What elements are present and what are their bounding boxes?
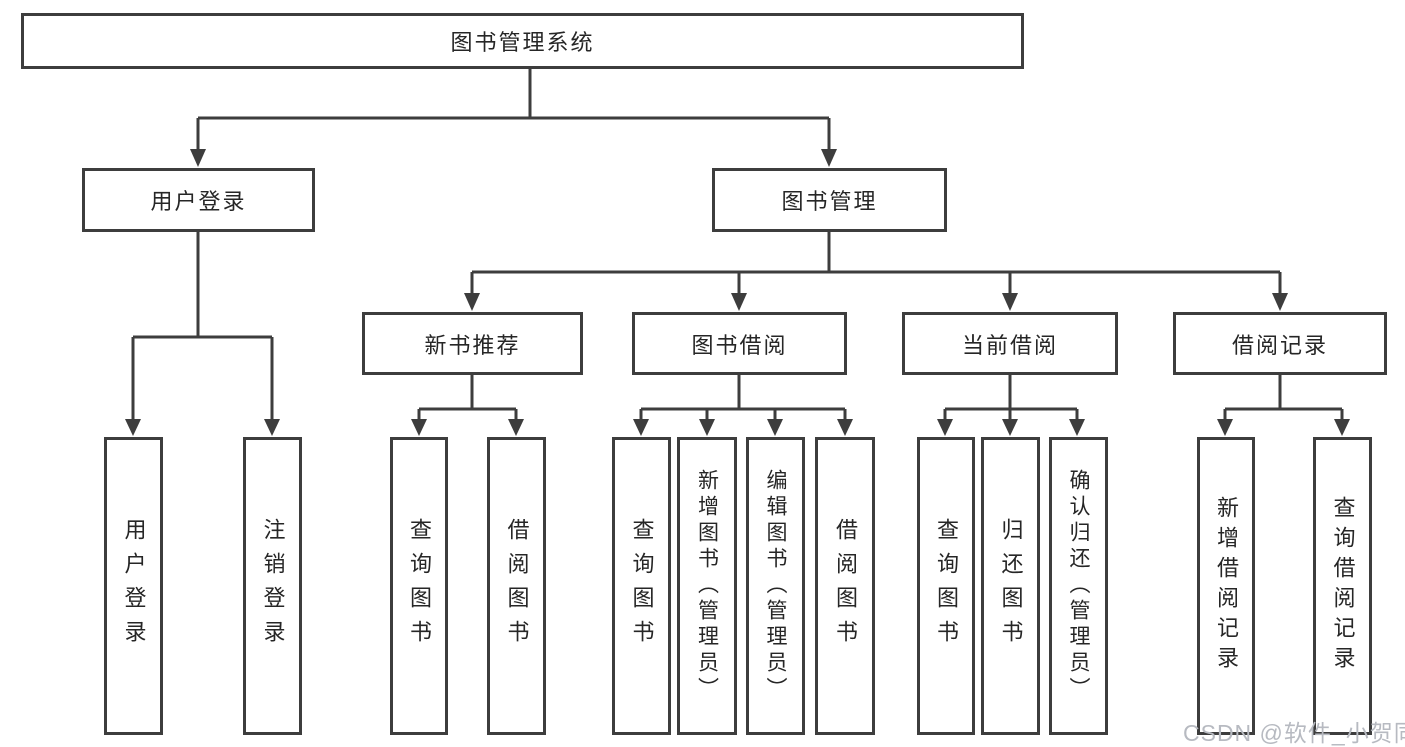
leaf-add-book-admin: 新增图书（管理员） bbox=[677, 437, 737, 735]
leaf-borrow-book-recommend-label: 借阅图书 bbox=[504, 518, 530, 654]
leaf-query-book-borrow: 查询图书 bbox=[612, 437, 671, 735]
leaf-add-borrow-record-label: 新增借阅记录 bbox=[1214, 496, 1239, 676]
node-user-login: 用户登录 bbox=[82, 168, 315, 232]
node-book-borrow: 图书借阅 bbox=[632, 312, 847, 375]
leaf-borrow-book: 借阅图书 bbox=[815, 437, 875, 735]
leaf-borrow-book-recommend: 借阅图书 bbox=[487, 437, 546, 735]
leaf-confirm-return-admin: 确认归还（管理员） bbox=[1049, 437, 1108, 735]
leaf-query-book-current-label: 查询图书 bbox=[934, 518, 959, 654]
leaf-user-login: 用户登录 bbox=[104, 437, 163, 735]
leaf-confirm-return-admin-label: 确认归还（管理员） bbox=[1067, 469, 1090, 703]
leaf-query-book-recommend: 查询图书 bbox=[390, 437, 448, 735]
node-root: 图书管理系统 bbox=[21, 13, 1024, 69]
leaf-query-book-recommend-label: 查询图书 bbox=[407, 518, 432, 654]
leaf-logout-label: 注销登录 bbox=[260, 518, 286, 654]
leaf-query-borrow-record-label: 查询借阅记录 bbox=[1330, 496, 1356, 676]
leaf-return-book: 归还图书 bbox=[981, 437, 1040, 735]
node-root-label: 图书管理系统 bbox=[450, 30, 595, 55]
node-book-management-label: 图书管理 bbox=[781, 189, 878, 214]
node-current-borrow: 当前借阅 bbox=[902, 312, 1118, 375]
node-borrow-records: 借阅记录 bbox=[1173, 312, 1387, 375]
node-new-book-recommend-label: 新书推荐 bbox=[424, 332, 521, 358]
leaf-return-book-label: 归还图书 bbox=[998, 518, 1024, 654]
node-new-book-recommend: 新书推荐 bbox=[362, 312, 583, 375]
leaf-add-borrow-record: 新增借阅记录 bbox=[1197, 437, 1255, 735]
leaf-query-borrow-record: 查询借阅记录 bbox=[1313, 437, 1372, 735]
node-borrow-records-label: 借阅记录 bbox=[1231, 332, 1328, 358]
node-book-borrow-label: 图书借阅 bbox=[691, 332, 788, 358]
leaf-logout: 注销登录 bbox=[243, 437, 302, 735]
leaf-add-book-admin-label: 新增图书（管理员） bbox=[695, 469, 719, 703]
node-user-login-label: 用户登录 bbox=[150, 189, 247, 214]
csdn-watermark: CSDN @软件_小贺同学 bbox=[1183, 720, 1405, 746]
leaf-user-login-label: 用户登录 bbox=[121, 518, 147, 654]
node-current-borrow-label: 当前借阅 bbox=[961, 332, 1058, 358]
node-book-management: 图书管理 bbox=[712, 168, 947, 232]
leaf-query-book-current: 查询图书 bbox=[917, 437, 975, 735]
leaf-borrow-book-label: 借阅图书 bbox=[833, 518, 858, 654]
leaf-edit-book-admin: 编辑图书（管理员） bbox=[746, 437, 805, 735]
leaf-edit-book-admin-label: 编辑图书（管理员） bbox=[764, 469, 787, 703]
leaf-query-book-borrow-label: 查询图书 bbox=[629, 518, 655, 654]
